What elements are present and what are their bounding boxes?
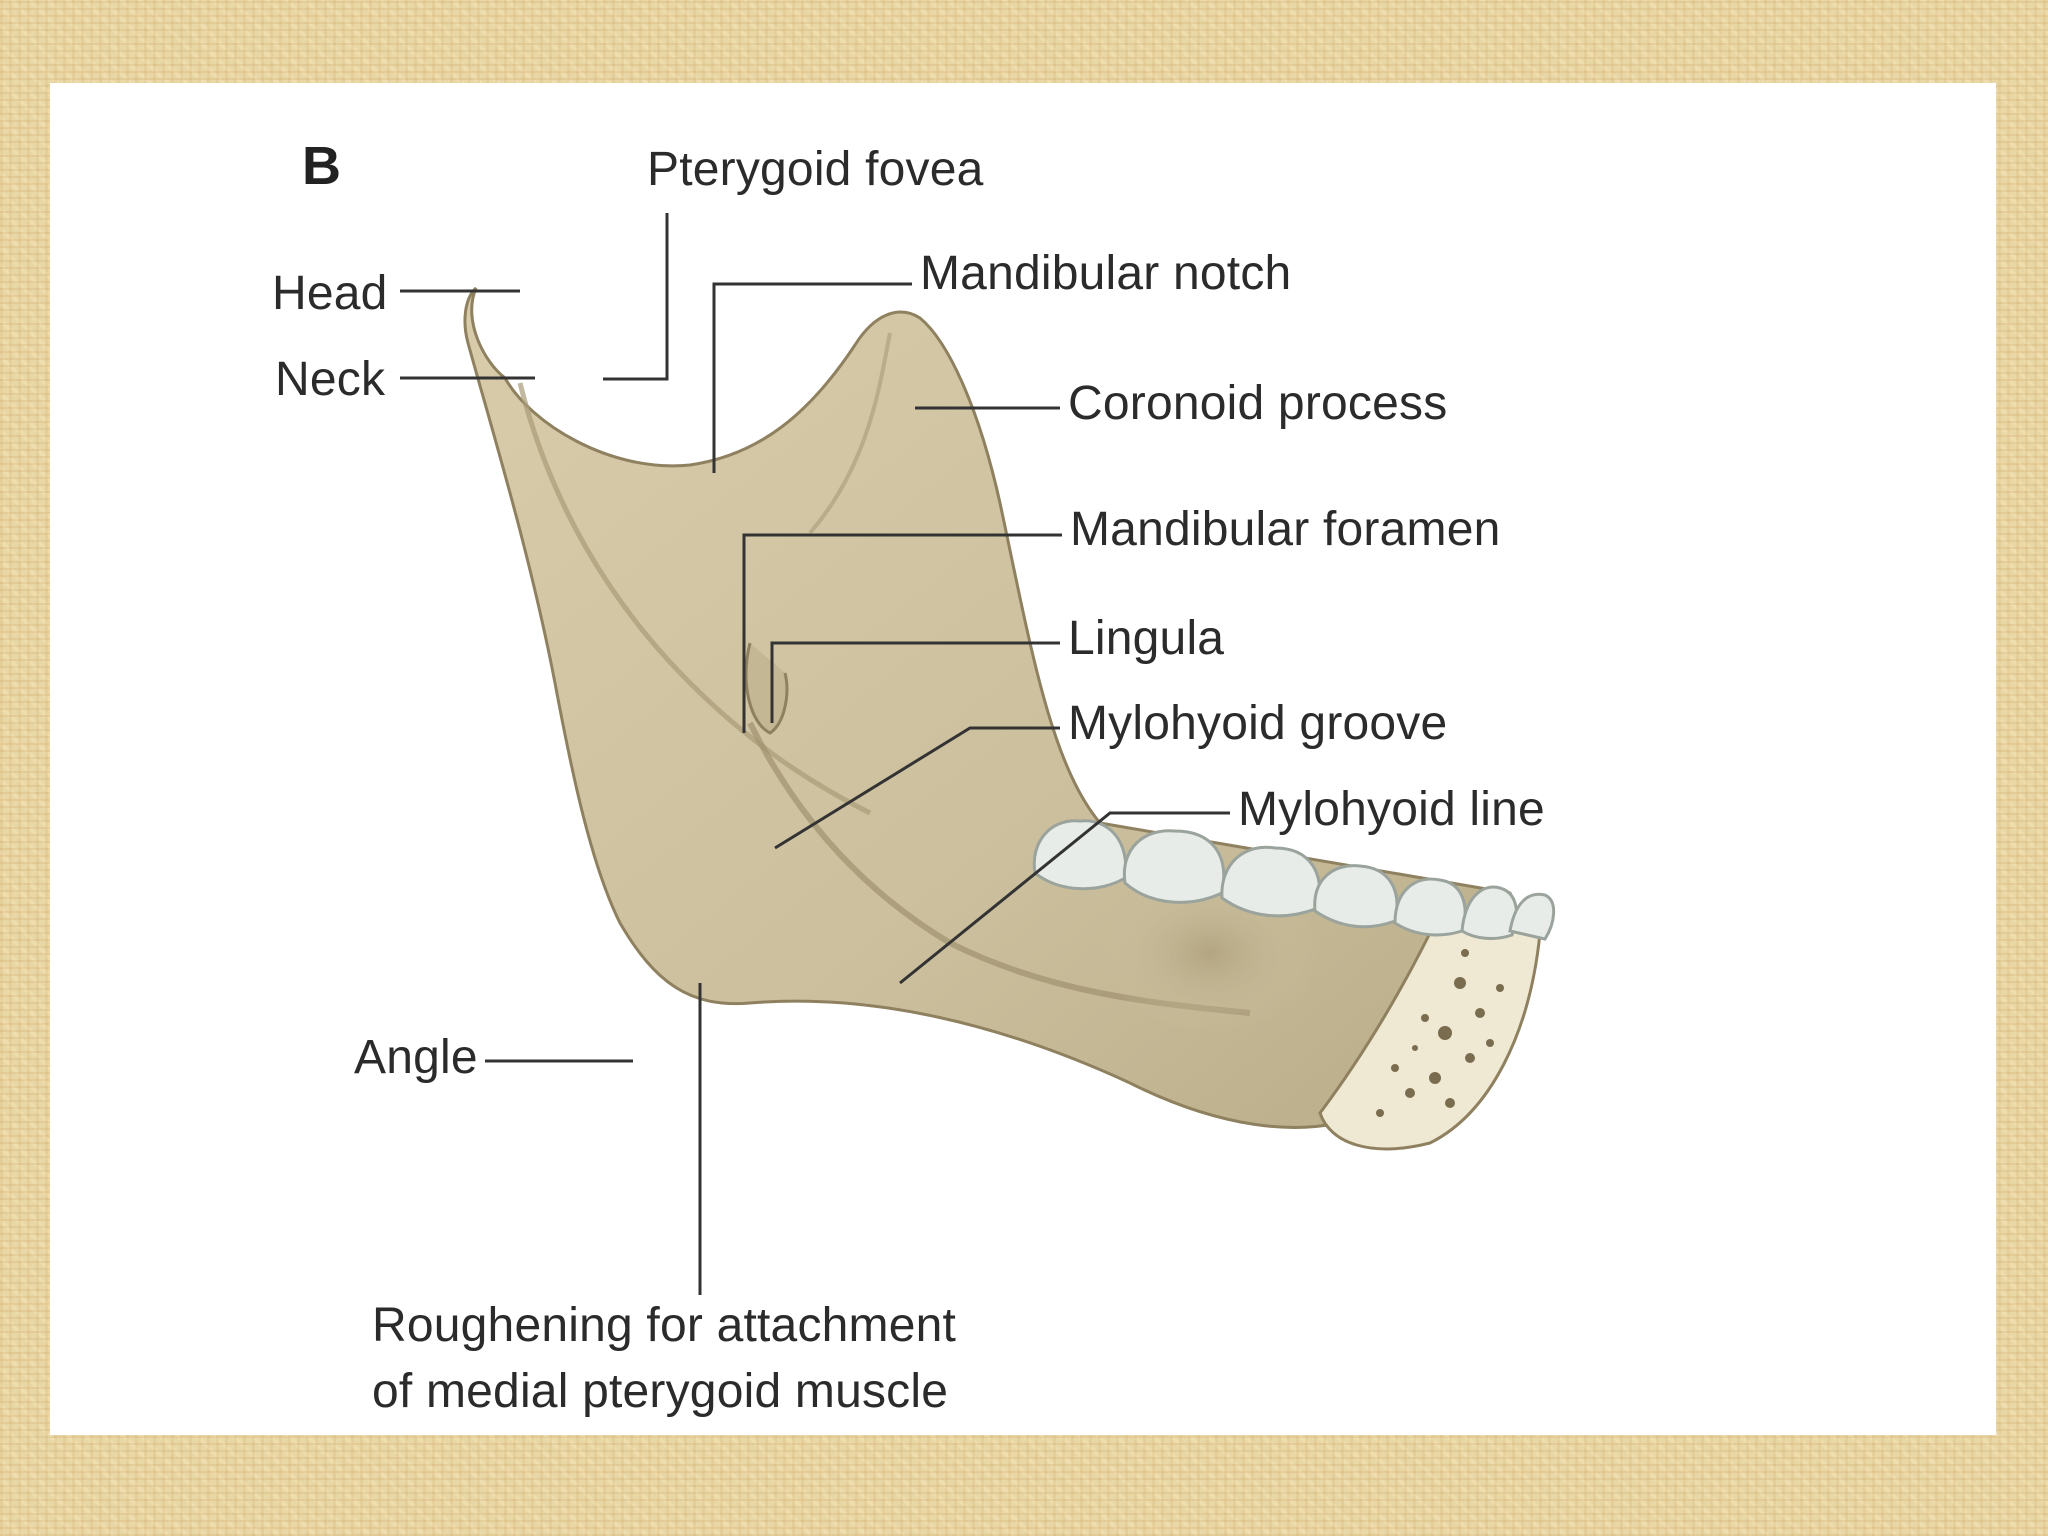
leader-lingula: [770, 641, 1060, 723]
label-mylohyoid-line: Mylohyoid line: [1238, 783, 1545, 836]
label-pterygoid-fovea: Pterygoid fovea: [647, 143, 984, 196]
mandible-illustration: [400, 213, 1556, 1295]
leader-mandibular-foramen: [742, 533, 1062, 733]
leader-mandibular-notch: [712, 282, 912, 473]
label-roughening-line2: of medial pterygoid muscle: [372, 1365, 949, 1418]
label-lingula: Lingula: [1068, 612, 1225, 665]
figure-panel: B Pterygoid fovea Head Neck Mandibular n…: [50, 83, 1996, 1435]
label-head: Head: [272, 267, 388, 320]
label-roughening-caption: Roughening for attachment of medial pter…: [372, 1293, 956, 1425]
lingula-shape: [744, 642, 789, 735]
leader-pterygoid-fovea: [603, 213, 669, 381]
label-mandibular-notch: Mandibular notch: [920, 247, 1292, 300]
label-mylohyoid-groove: Mylohyoid groove: [1068, 697, 1448, 750]
label-angle: Angle: [354, 1031, 478, 1084]
label-coronoid-process: Coronoid process: [1068, 377, 1448, 430]
teeth: [1032, 819, 1556, 941]
label-mandibular-foramen: Mandibular foramen: [1070, 503, 1501, 556]
label-neck: Neck: [275, 353, 386, 406]
leader-mylohyoid-line: [899, 811, 1230, 985]
cancellous-bone-pattern: [1376, 949, 1504, 1117]
ramus-ridge: [517, 382, 872, 816]
coronoid-contour: [808, 332, 892, 535]
panel-letter: B: [302, 136, 342, 196]
leader-lines: [400, 213, 1230, 1295]
label-roughening-line1: Roughening for attachment: [372, 1299, 957, 1352]
leader-mylohyoid-groove: [774, 726, 1060, 850]
